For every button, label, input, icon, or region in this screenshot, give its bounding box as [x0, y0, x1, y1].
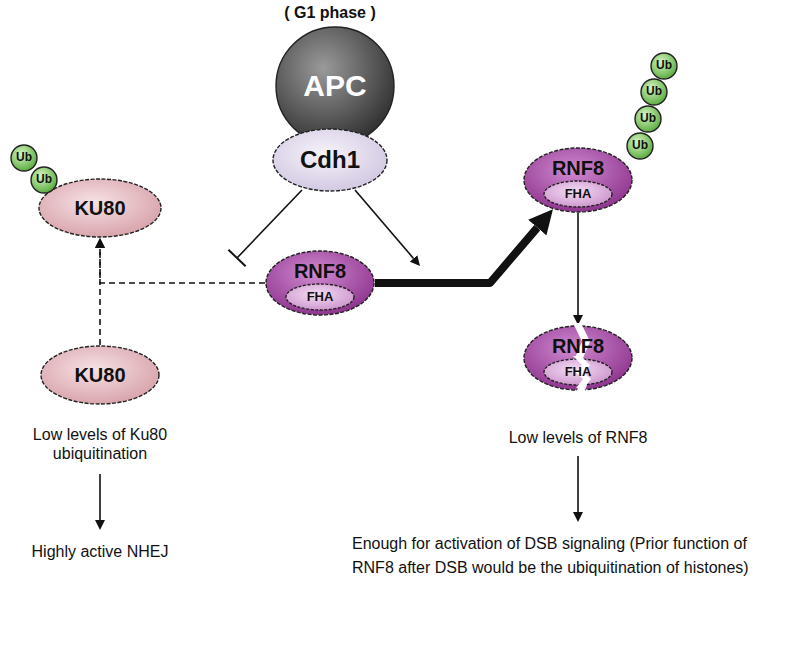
protein-ellipse: RNF8FHA [265, 250, 375, 316]
node-label: RNF8 [294, 260, 346, 283]
node-label: FHA [565, 365, 592, 380]
shape-fill [39, 179, 161, 237]
annotation-box: ( G1 phase ) [220, 3, 440, 22]
annotation-box: Low levels of Ku80 ubiquitination [5, 425, 195, 463]
annotation-text: Low levels of Ku80 ubiquitination [5, 425, 195, 463]
domain-ellipse: FHA [543, 358, 613, 386]
shape-fill [635, 106, 661, 132]
node-label: Ub [36, 173, 52, 187]
annotation-text: Highly active NHEJ [5, 542, 195, 561]
node-label: RNF8 [552, 157, 604, 180]
ubiquitin-circle: Ub [640, 78, 668, 106]
arrow-connector [100, 248, 265, 283]
node-label: Cdh1 [300, 146, 360, 174]
arrow-connector [375, 228, 537, 283]
shape-fill [266, 251, 374, 315]
protein-ellipse: KU80 [38, 178, 162, 238]
node-label: RNF8 [552, 335, 604, 358]
node-label: Ub [646, 85, 662, 99]
shape-fill [544, 181, 612, 207]
complex-circle: APC [275, 26, 395, 146]
inhibition-line [237, 190, 302, 258]
arrow-connector [577, 213, 579, 315]
annotation-text: Low levels of RNF8 [458, 428, 698, 447]
shape-fill [627, 133, 653, 159]
result-arrow [99, 474, 101, 520]
shape-fill [31, 167, 57, 193]
shape-fill [273, 129, 387, 191]
node-label: APC [303, 69, 366, 104]
ubiquitin-circle: Ub [30, 166, 58, 194]
ubiquitin-circle: Ub [634, 105, 662, 133]
ubiquitin-circle: Ub [626, 132, 654, 160]
protein-ellipse: RNF8FHA [523, 147, 633, 213]
shape-fill [544, 359, 612, 385]
node-label: FHA [565, 187, 592, 202]
shape-fill [651, 53, 677, 79]
domain-ellipse: FHA [285, 283, 355, 311]
node-label: Ub [632, 139, 648, 153]
shape-fill [524, 148, 632, 212]
node-label: Ub [640, 112, 656, 126]
annotation-text: ( G1 phase ) [220, 3, 440, 22]
activation-arrow [355, 190, 414, 258]
domain-ellipse: FHA [543, 180, 613, 208]
shape-fill [286, 284, 354, 310]
shape-fill [276, 27, 394, 145]
shape-fill [41, 346, 159, 404]
node-label: KU80 [74, 197, 125, 220]
node-label: FHA [307, 290, 334, 305]
node-label: KU80 [74, 364, 125, 387]
arrow-connector [99, 248, 101, 345]
activator-ellipse: Cdh1 [272, 128, 388, 192]
annotation-box: Low levels of RNF8 [458, 428, 698, 447]
shape-fill [524, 326, 632, 390]
node-label: Ub [656, 59, 672, 73]
result-arrow [577, 456, 579, 512]
ubiquitin-circle: Ub [650, 52, 678, 80]
ubiquitin-circle: Ub [10, 144, 38, 172]
inhibition-bar [228, 250, 245, 267]
annotation-box: Highly active NHEJ [5, 542, 195, 561]
annotation-box: Enough for activation of DSB signaling (… [352, 532, 772, 580]
shape-fill [641, 79, 667, 105]
annotation-text: Enough for activation of DSB signaling (… [352, 532, 772, 580]
node-label: Ub [16, 151, 32, 165]
degraded-protein: RNF8FHA [523, 325, 633, 391]
layout-arrows [100, 190, 578, 520]
protein-ellipse: KU80 [40, 345, 160, 405]
shape-fill [11, 145, 37, 171]
